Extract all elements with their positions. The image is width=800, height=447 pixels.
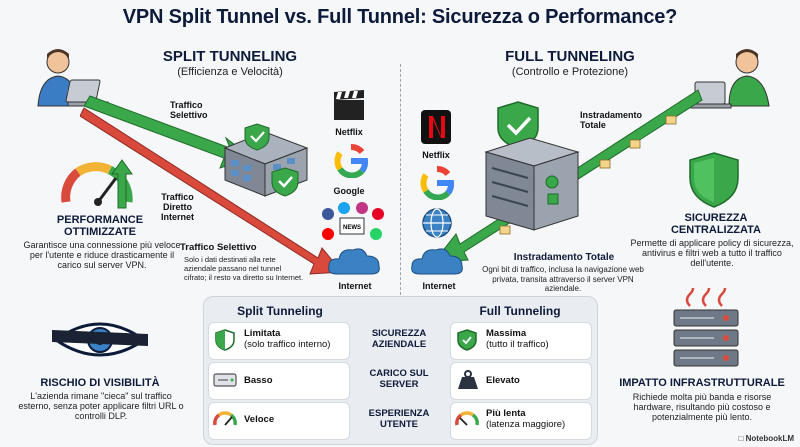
impatto-title: IMPATTO INFRASTRUTTURALE	[619, 377, 785, 389]
internet-cloud-icon	[328, 248, 380, 275]
desc-selettivo: Solo i dati destinati alla rete aziendal…	[184, 255, 304, 282]
label-instradamento-2: Instradamento Totale	[513, 252, 615, 263]
label-traffico-diretto: Traffico Diretto Internet	[160, 192, 194, 222]
hot-server-rack-icon	[673, 288, 739, 367]
google-icon-right	[420, 166, 454, 200]
center-divider	[400, 64, 401, 300]
impatto-text: Richiede molta più banda e risorse hardw…	[632, 392, 772, 422]
sicurezza-title: SICUREZZA CENTRALIZZATA	[670, 212, 762, 236]
internet-label-left: Internet	[338, 281, 372, 291]
desc-instradamento: Ogni bit di traffico, inclusa la navigaz…	[482, 265, 644, 293]
notebooklm-watermark: □ NotebookLM	[738, 434, 795, 443]
user-laptop-icon-right	[690, 49, 770, 109]
full-shield-icon	[457, 329, 477, 351]
row3-criterion: ESPERIENZA UTENTE	[368, 408, 430, 430]
row3-right-text: Più lenta(latenza maggiore)	[486, 408, 566, 430]
light-server-icon	[213, 373, 237, 387]
google-icon	[334, 144, 368, 178]
office-building-icon	[223, 123, 309, 197]
row1-right-text: Massima(tutto il traffico)	[486, 328, 549, 350]
performance-text: Garantisce una connessione più veloce pe…	[23, 240, 181, 270]
social-media-icon: NEWS	[322, 202, 384, 240]
netflix-label-left: Netflix	[335, 127, 363, 137]
full-subheader: (Controllo e Protezione)	[511, 66, 629, 78]
label-traffico-selettivo: Traffico Selettivo	[170, 100, 208, 120]
table-row-3-left	[208, 402, 350, 440]
row2-right-text: Elevato	[486, 375, 520, 386]
internet-cloud-icon-right	[411, 248, 463, 275]
slow-gauge-icon	[455, 411, 479, 426]
up-arrow-icon	[111, 159, 133, 209]
shield-check-icon	[271, 167, 299, 197]
netflix-label-right: Netflix	[422, 150, 450, 160]
netflix-icon	[421, 110, 451, 144]
full-header: FULL TUNNELING	[505, 48, 635, 65]
google-label-left: Google	[333, 186, 365, 196]
weight-icon	[458, 370, 478, 389]
blindfold-eye-icon	[52, 322, 148, 357]
label-traffico-selettivo-2: Traffico Selettivo	[180, 242, 257, 253]
half-shield-icon	[215, 329, 235, 351]
table-header-full: Full Tunneling	[479, 304, 561, 318]
netflix-clapper-icon	[334, 90, 364, 120]
rischio-title: RISCHIO DI VISIBILITÀ	[40, 377, 160, 389]
row3-left-text: Veloce	[244, 414, 275, 425]
big-shield-icon	[689, 152, 739, 208]
page-title: VPN Split Tunnel vs. Full Tunnel: Sicure…	[122, 6, 678, 28]
row1-left-text: Limitata(solo traffico interno)	[244, 328, 331, 350]
vpn-server-icon	[484, 101, 580, 231]
rischio-text: L'azienda rimane "cieca" sul traffico es…	[18, 391, 184, 421]
table-row-3-right	[450, 402, 592, 440]
internet-label-right: Internet	[422, 281, 456, 291]
row2-criterion: CARICO SUL SERVER	[369, 368, 429, 390]
split-header: SPLIT TUNNELING	[162, 48, 298, 65]
globe-icon	[422, 208, 452, 238]
performance-title: PERFORMANCE OTTIMIZZATE	[56, 214, 144, 238]
fast-gauge-icon	[213, 411, 237, 426]
svg-text:NEWS: NEWS	[343, 225, 361, 231]
row2-left-text: Basso	[244, 375, 273, 386]
split-subheader: (Efficienza e Velocità)	[177, 66, 283, 78]
sicurezza-text: Permette di applicare policy di sicurezz…	[630, 238, 794, 268]
row1-criterion: SICUREZZA AZIENDALE	[371, 328, 427, 350]
label-instradamento: Instradamento Totale	[580, 110, 643, 130]
table-header-split: Split Tunneling	[237, 304, 323, 318]
